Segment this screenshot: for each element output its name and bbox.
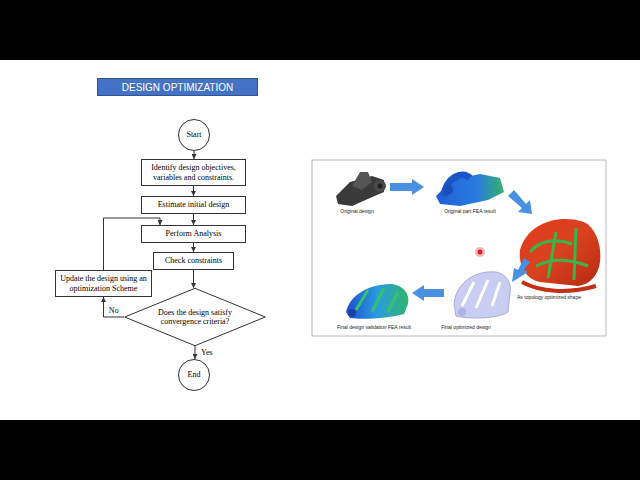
flow-connector [193, 243, 194, 252]
flow-connector [193, 186, 194, 196]
final-fea-part [346, 284, 408, 319]
fea-part [436, 174, 504, 206]
flow-arrow [512, 258, 530, 282]
picture-caption: Original design [340, 208, 373, 214]
text-holder: End [179, 368, 209, 381]
process-box: Perform Analysis [141, 225, 246, 243]
node-text: Estimate initial design [145, 200, 242, 209]
text-holder: Perform Analysis [142, 227, 245, 240]
flow-arrow [412, 285, 444, 301]
flow-connector [193, 214, 194, 225]
text-holder: Estimate initial design [142, 198, 245, 211]
picture-caption: Final optimized design [441, 324, 491, 330]
node-text: Does the design satisfy convergence crit… [158, 308, 232, 326]
flow-connector [104, 297, 125, 317]
node-text: End [182, 370, 206, 379]
node-text: Check constraints [157, 256, 230, 265]
cursor-halo [475, 247, 485, 257]
letterbox-bar [0, 0, 640, 60]
text-holder: Start [179, 128, 209, 141]
topology-shape [520, 219, 601, 291]
text-holder: Check constraints [154, 254, 233, 267]
node-text: Start [182, 130, 206, 139]
node-text: Perform Analysis [145, 229, 242, 238]
flow-connector [193, 270, 194, 288]
letterbox-bar [0, 420, 640, 480]
original-bracket [336, 172, 386, 206]
flow-connector [194, 151, 195, 159]
edge-label: No [108, 307, 120, 315]
cursor-dot [478, 250, 483, 255]
final-part [454, 272, 510, 318]
title-band: DESIGN OPTIMIZATION [97, 78, 258, 96]
node-text: Identify design objectives, variables an… [145, 163, 242, 181]
start-terminal: Start [178, 119, 210, 151]
text-holder: Identify design objectives, variables an… [142, 161, 245, 183]
picture-frame [312, 160, 606, 336]
title-text: DESIGN OPTIMIZATION [122, 82, 233, 93]
text-holder: Does the design satisfy convergence crit… [155, 306, 235, 328]
text-holder: Update the design using an optimization … [56, 272, 151, 294]
process-box: Update the design using an optimization … [55, 270, 152, 297]
picture-caption: Final design validation FEA result [337, 324, 411, 330]
picture-caption: As topology optimized shape [517, 294, 581, 300]
process-box: Identify design objectives, variables an… [141, 159, 246, 186]
process-box: Check constraints [153, 252, 234, 270]
flow-arrow [508, 190, 532, 214]
process-box: Estimate initial design [141, 196, 246, 214]
picture-caption: Original part FEA result [444, 208, 496, 214]
end-terminal: End [178, 359, 210, 391]
flow-connector [195, 346, 196, 359]
node-text: Update the design using an optimization … [59, 274, 148, 292]
edge-label: Yes [200, 349, 214, 357]
flow-arrow [390, 179, 424, 195]
